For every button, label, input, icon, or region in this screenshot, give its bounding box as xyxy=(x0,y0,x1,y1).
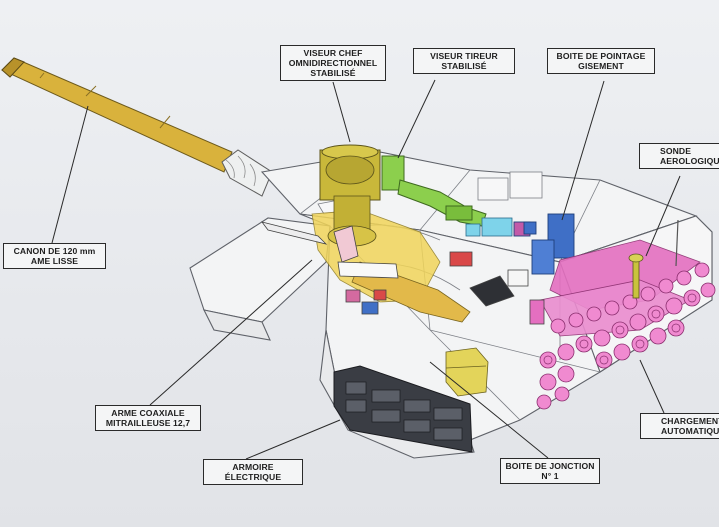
label-arme-coaxiale: ARME COAXIALE MITRAILLEUSE 12,7 xyxy=(95,405,201,431)
cyan-components xyxy=(465,217,513,237)
label-viseur-chef-line3: STABILISÉ xyxy=(310,68,356,78)
label-armoire-line1: ARMOIRE xyxy=(232,462,274,472)
label-boite-jonction-line2: N° 1 xyxy=(541,471,559,481)
label-chargement: CHARGEMENT AUTOMATIQUE xyxy=(640,413,719,439)
label-sonde-line1: SONDE xyxy=(660,146,692,156)
pointing-box xyxy=(513,213,575,275)
label-sonde-line2: AEROLOGIQUE xyxy=(660,156,719,166)
aerological-probe xyxy=(628,219,679,299)
label-canon-line2: AME LISSE xyxy=(30,256,79,266)
gunner-sight xyxy=(381,155,487,227)
label-viseur-tireur: VISEUR TIREUR STABILISÉ xyxy=(413,48,515,74)
label-boite-pointage: BOITE DE POINTAGE GISEMENT xyxy=(547,48,655,74)
label-viseur-tireur-line1: VISEUR TIREUR xyxy=(430,51,498,61)
label-viseur-chef: VISEUR CHEF OMNIDIRECTIONNEL STABILISÉ xyxy=(280,45,386,81)
label-boite-jonction-line1: BOITE DE JONCTION xyxy=(505,461,595,471)
gun-barrel xyxy=(1,57,273,197)
label-canon: CANON DE 120 mm AME LISSE xyxy=(3,243,106,269)
label-sonde: SONDE AEROLOGIQUE xyxy=(639,143,719,169)
leader-lines xyxy=(51,79,681,460)
label-armoire: ARMOIRE ÉLECTRIQUE xyxy=(203,459,303,485)
label-viseur-chef-line1: VISEUR CHEF xyxy=(303,48,363,58)
label-arme-coaxiale-line1: ARME COAXIALE xyxy=(111,408,185,418)
label-arme-coaxiale-line2: MITRAILLEUSE 12,7 xyxy=(105,418,191,428)
junction-box xyxy=(445,347,489,397)
electrical-cabinet xyxy=(333,365,473,453)
label-chargement-line1: CHARGEMENT xyxy=(661,416,719,426)
label-chargement-line2: AUTOMATIQUE xyxy=(661,426,719,436)
label-boite-pointage-line2: GISEMENT xyxy=(578,61,624,71)
label-boite-jonction: BOITE DE JONCTION N° 1 xyxy=(500,458,600,484)
autoloader-ammunition xyxy=(536,239,716,410)
label-armoire-line2: ÉLECTRIQUE xyxy=(224,472,282,482)
label-viseur-tireur-line2: STABILISÉ xyxy=(441,61,487,71)
misc-components xyxy=(261,221,545,325)
label-boite-pointage-line1: BOITE DE POINTAGE xyxy=(556,51,646,61)
label-canon-line1: CANON DE 120 mm xyxy=(13,246,96,256)
label-viseur-chef-line2: OMNIDIRECTIONNEL xyxy=(288,58,378,68)
